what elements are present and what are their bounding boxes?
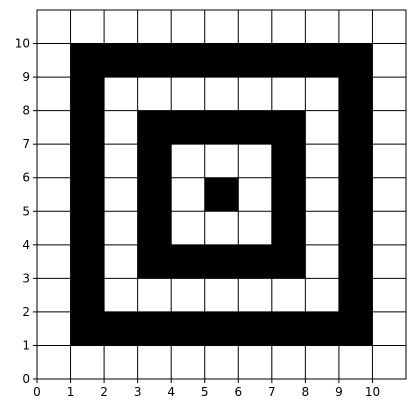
filled-cell-8-9 (305, 43, 339, 78)
filled-cell-6-7 (238, 110, 272, 145)
filled-cell-9-3 (338, 244, 373, 279)
x-tick-label-10: 10 (365, 385, 380, 399)
x-tick-label-3: 3 (134, 385, 142, 399)
filled-cell-3-4 (137, 211, 172, 245)
filled-cell-5-1 (204, 311, 239, 346)
filled-cell-7-7 (271, 110, 306, 145)
filled-cell-3-1 (137, 311, 172, 346)
plot-frame (36, 9, 407, 380)
y-tick-label-8: 8 (22, 104, 30, 118)
x-tick-label-0: 0 (33, 385, 41, 399)
filled-cell-8-1 (305, 311, 339, 346)
filled-cell-6-3 (238, 244, 272, 279)
x-axis-ticks: 0 1 2 3 4 5 6 7 8 9 10 (33, 379, 380, 399)
filled-cell-1-1 (70, 311, 105, 346)
filled-cell-9-4 (338, 211, 373, 245)
filled-cell-9-6 (338, 144, 373, 178)
filled-cell-1-5 (70, 177, 105, 212)
y-tick-label-6: 6 (22, 171, 30, 185)
filled-cell-4-1 (171, 311, 205, 346)
y-tick-label-5: 5 (22, 204, 30, 218)
x-tick-label-9: 9 (335, 385, 343, 399)
y-tick-label-3: 3 (22, 271, 30, 285)
x-tick-label-8: 8 (302, 385, 310, 399)
filled-cell-6-9 (238, 43, 272, 78)
y-tick-label-2: 2 (22, 305, 30, 319)
filled-cell-5-5 (204, 177, 239, 212)
filled-cell-1-6 (70, 144, 105, 178)
y-tick-label-4: 4 (22, 238, 30, 252)
filled-cell-9-2 (338, 278, 373, 312)
filled-cell-6-1 (238, 311, 272, 346)
filled-cell-4-3 (171, 244, 205, 279)
filled-cell-5-7 (204, 110, 239, 145)
filled-cell-1-8 (70, 77, 105, 111)
x-tick-label-7: 7 (268, 385, 276, 399)
filled-cell-5-3 (204, 244, 239, 279)
x-tick-label-4: 4 (167, 385, 175, 399)
y-tick-label-10: 10 (15, 37, 30, 51)
x-tick-label-6: 6 (234, 385, 242, 399)
filled-cell-7-3 (271, 244, 306, 279)
filled-cell-9-7 (338, 110, 373, 145)
filled-cell-7-4 (271, 211, 306, 245)
filled-cell-1-7 (70, 110, 105, 145)
filled-cell-3-7 (137, 110, 172, 145)
filled-cell-7-5 (271, 177, 306, 212)
filled-cell-5-9 (204, 43, 239, 78)
filled-cell-1-3 (70, 244, 105, 279)
cell-layer (70, 43, 373, 346)
filled-cell-4-7 (171, 110, 205, 145)
filled-cell-7-6 (271, 144, 306, 178)
filled-cell-4-9 (171, 43, 205, 78)
filled-cell-7-9 (271, 43, 306, 78)
filled-cell-9-9 (338, 43, 373, 78)
filled-cell-3-3 (137, 244, 172, 279)
filled-cell-1-2 (70, 278, 105, 312)
filled-cell-1-9 (70, 43, 105, 78)
y-tick-label-7: 7 (22, 137, 30, 151)
filled-cell-2-1 (104, 311, 138, 346)
filled-cell-7-1 (271, 311, 306, 346)
y-tick-label-1: 1 (22, 338, 30, 352)
y-axis-ticks: 0 1 2 3 4 5 6 7 8 9 10 (15, 37, 37, 386)
filled-cell-2-9 (104, 43, 138, 78)
y-tick-label-0: 0 (22, 372, 30, 386)
filled-cell-3-9 (137, 43, 172, 78)
x-tick-label-5: 5 (201, 385, 209, 399)
filled-cell-9-1 (338, 311, 373, 346)
grid-lines (37, 10, 406, 379)
filled-cell-9-8 (338, 77, 373, 111)
x-tick-label-2: 2 (100, 385, 108, 399)
filled-cell-3-5 (137, 177, 172, 212)
filled-cell-3-6 (137, 144, 172, 178)
filled-cell-9-5 (338, 177, 373, 212)
x-tick-label-1: 1 (67, 385, 75, 399)
y-tick-label-9: 9 (22, 70, 30, 84)
filled-cell-1-4 (70, 211, 105, 245)
